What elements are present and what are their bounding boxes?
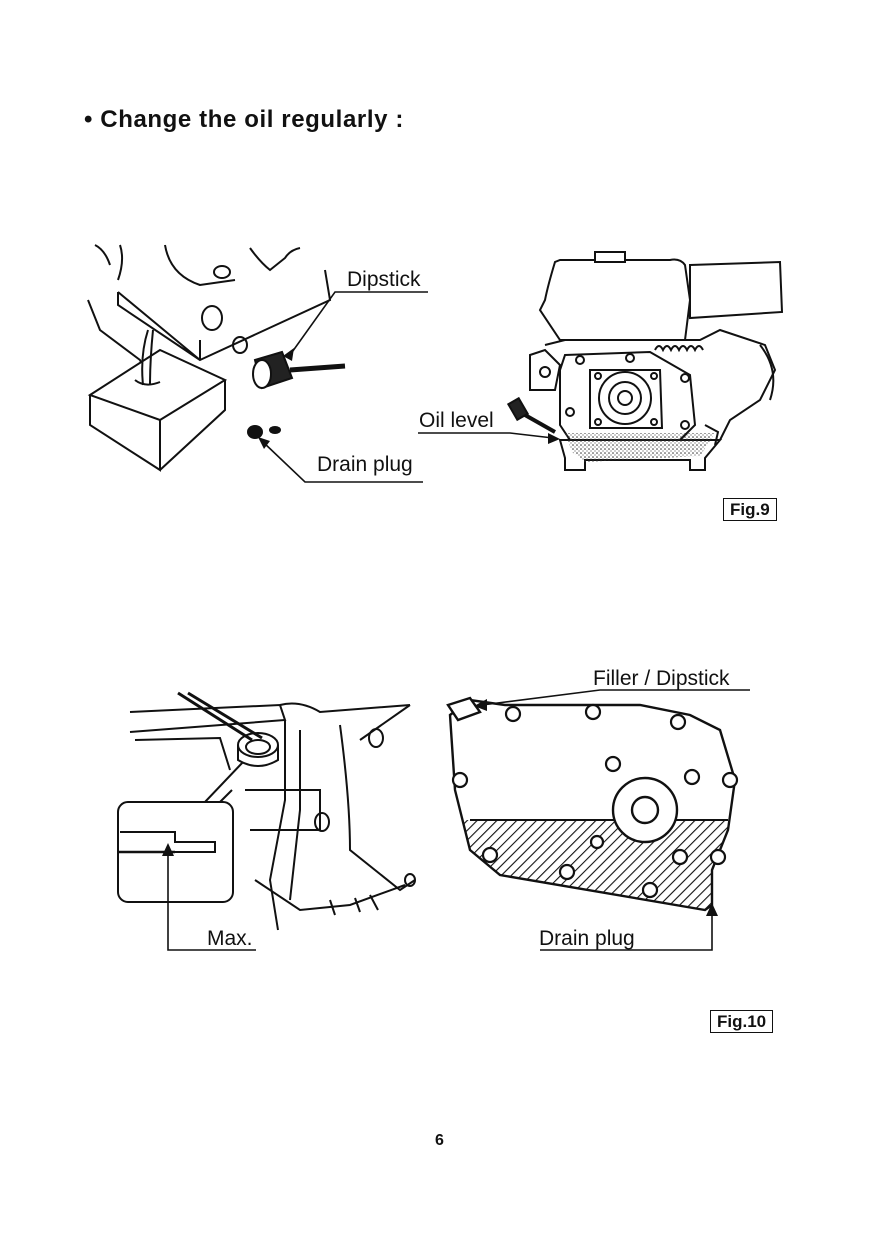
dipstick-drawing bbox=[252, 350, 346, 390]
oil-level-label: Oil level bbox=[419, 409, 494, 432]
dipstick-leader bbox=[289, 291, 428, 356]
engine-dipstick bbox=[506, 396, 556, 434]
filler-dipstick-leader bbox=[481, 689, 750, 706]
engine-crankcase-left bbox=[87, 244, 332, 472]
filler-dipstick-arrowhead bbox=[474, 699, 487, 711]
fig9-tag: Fig.9 bbox=[723, 498, 777, 521]
filler-dipstick-label: Filler / Dipstick bbox=[593, 667, 730, 690]
max-level-inset bbox=[117, 761, 244, 903]
drain-plug-drawing bbox=[247, 425, 281, 439]
page-number: 6 bbox=[435, 1132, 444, 1149]
drain-plug-leader-fig10 bbox=[540, 910, 713, 951]
oil-hatched-area bbox=[450, 820, 735, 910]
max-arrowhead bbox=[162, 843, 174, 856]
drain-plug-label: Drain plug bbox=[317, 453, 413, 476]
oil-level-arrowhead bbox=[548, 433, 560, 444]
oil-level-leader bbox=[418, 432, 554, 439]
dipstick-label: Dipstick bbox=[347, 268, 421, 291]
fig10-tag: Fig.10 bbox=[710, 1010, 774, 1033]
dipstick-arrowhead bbox=[283, 348, 294, 361]
section-heading: • Change the oil regularly : bbox=[84, 106, 404, 133]
max-leader bbox=[167, 850, 256, 951]
bolt-holes bbox=[451, 703, 739, 899]
max-label: Max. bbox=[207, 927, 253, 950]
drain-plug-leader bbox=[262, 441, 423, 483]
drain-plug-label-fig10: Drain plug bbox=[539, 927, 635, 950]
drain-plug-arrowhead-fig10 bbox=[706, 903, 718, 916]
oil-fill-area bbox=[565, 433, 715, 462]
engine-filler-view bbox=[129, 691, 416, 931]
crankcase-cover bbox=[446, 696, 737, 912]
drain-plug-arrowhead bbox=[258, 437, 270, 449]
engine-side-view bbox=[529, 251, 784, 471]
